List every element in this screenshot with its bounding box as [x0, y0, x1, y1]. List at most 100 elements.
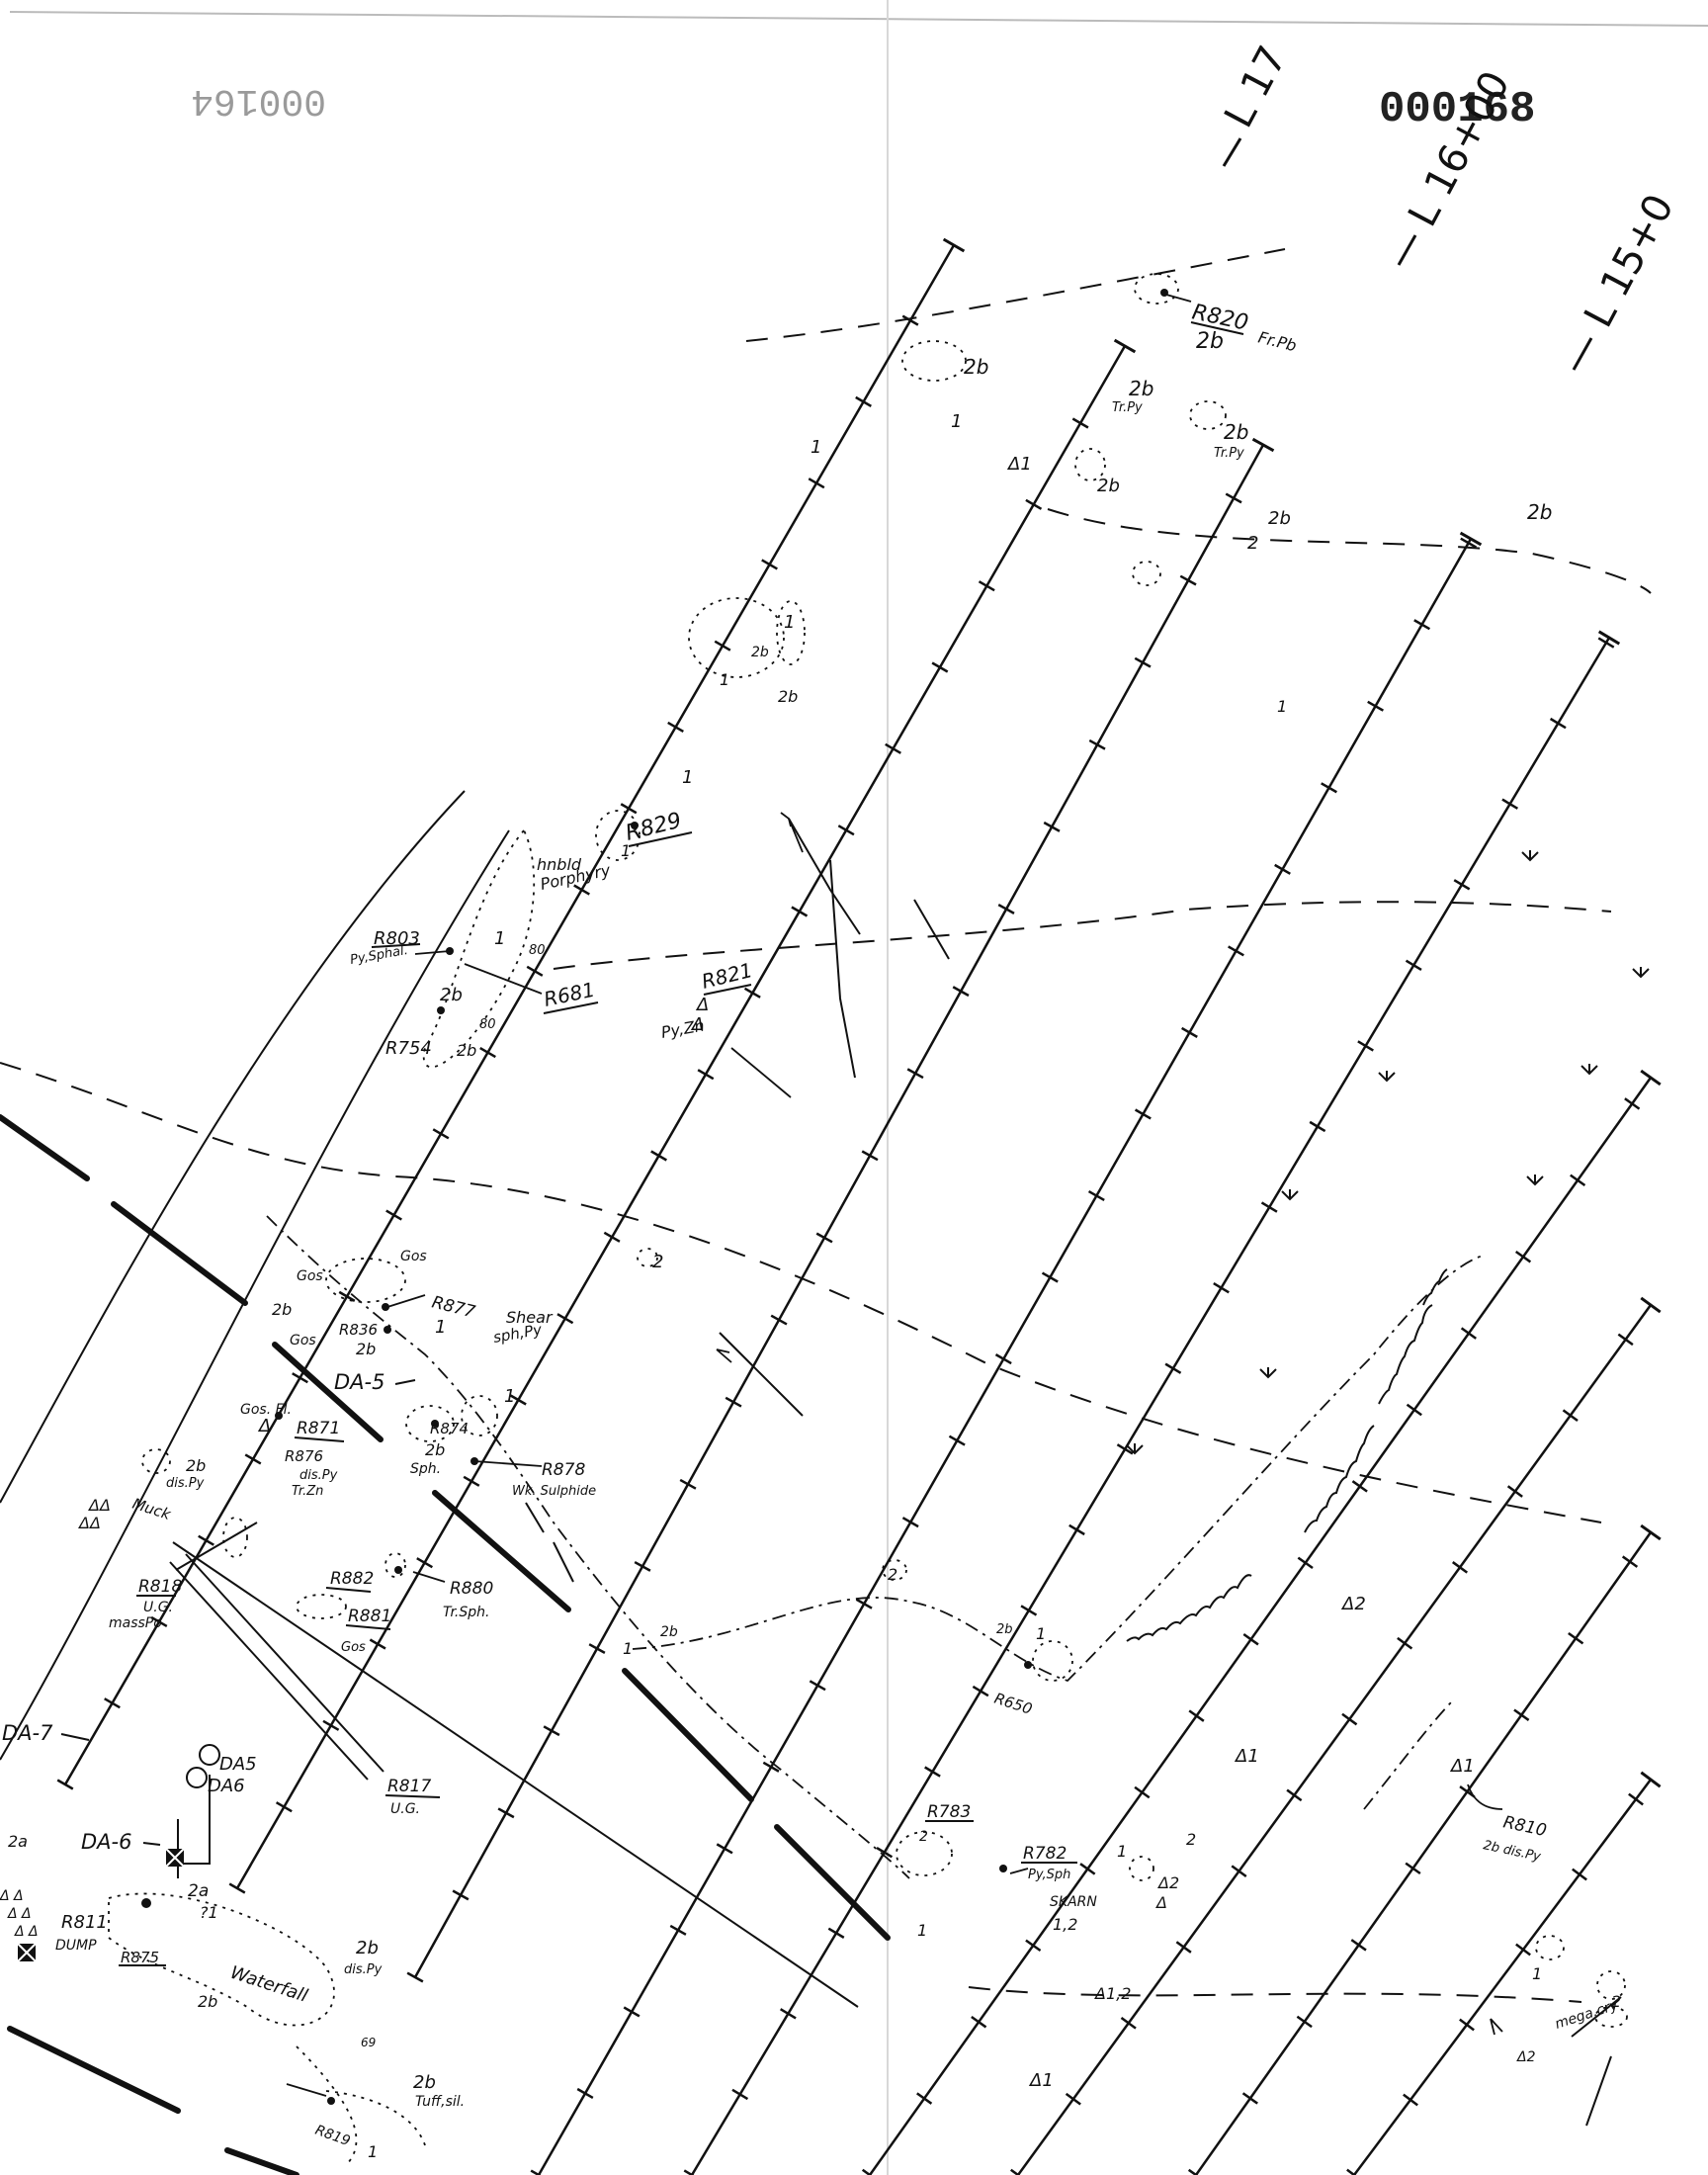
fault-line: [172, 1541, 859, 2008]
grid-line-end-cap: [1459, 531, 1483, 547]
unit-label: 2a: [188, 1881, 209, 1901]
dike-segment: [7, 2026, 181, 2114]
unit-label: 2b: [198, 1992, 217, 2011]
dis-py-note: dis.Py: [166, 1476, 205, 1491]
grid-tick: [1175, 1941, 1192, 1954]
unit-label: 2: [888, 1565, 897, 1584]
unit-label: Δ2: [1340, 1594, 1366, 1614]
grid-tick: [1460, 1327, 1477, 1340]
grid-tick: [994, 1353, 1012, 1365]
sample-r811-id: R811: [61, 1912, 108, 1933]
unit-label: 1: [784, 612, 795, 633]
strike-symbol: [1526, 1174, 1544, 1186]
sample-r876-id: R876: [285, 1447, 323, 1465]
delta-symbol: Δ Δ: [14, 1924, 39, 1940]
structure-line: [719, 1332, 804, 1417]
arrow-head: [716, 1348, 732, 1363]
grid-line-end-cap: [1113, 338, 1137, 354]
unit-label: 2b: [356, 1340, 376, 1358]
grid-tick: [861, 1150, 879, 1162]
grid-tick: [1297, 1556, 1314, 1570]
unit-label: Δ1: [1449, 1756, 1475, 1777]
unit-label: 1: [1532, 1964, 1542, 1983]
grid-tick: [1071, 417, 1089, 429]
unit-label: 2b: [457, 1041, 476, 1060]
outcrop-outline: [141, 1448, 171, 1474]
sample-r817-note: U.G.: [390, 1801, 420, 1817]
dash-dot-contacts: [266, 1215, 1484, 1879]
unit-label: 2b: [996, 1622, 1013, 1637]
grid-tick: [1562, 1409, 1579, 1423]
outcrop-outline: [325, 2090, 426, 2146]
strike-symbol: [1521, 850, 1539, 862]
unit-label: 1: [368, 2142, 378, 2161]
grid-tick: [634, 1560, 651, 1572]
grid-tick: [556, 1313, 574, 1325]
leader-line: [386, 1294, 426, 1308]
grid-tick: [876, 1847, 894, 1859]
grid-line-end-cap: [1640, 1523, 1662, 1541]
grid-tick: [1570, 1174, 1586, 1187]
unit-label: ?1: [200, 1903, 218, 1922]
grid-tick: [416, 1557, 434, 1569]
shear-line: [1126, 1574, 1252, 1642]
grid-tick: [978, 580, 995, 592]
survey-grid-line: [690, 637, 1611, 2175]
unit-label: Δ1: [1006, 454, 1032, 475]
survey-grid-line: [235, 345, 1127, 1889]
grid-tick: [1009, 2168, 1021, 2175]
outcrop-outline: [296, 1594, 347, 1619]
leader-line: [1467, 1784, 1503, 1810]
outcrop-outline: [595, 810, 640, 861]
grid-tick: [1513, 1708, 1530, 1721]
unit-label: 1: [1277, 697, 1287, 716]
grid-tick: [1187, 2168, 1199, 2175]
grid-tick: [1341, 1712, 1358, 1726]
note-gos-fl: Gos. Fl.: [240, 1402, 292, 1418]
sample-point: [631, 822, 639, 829]
sample-point: [384, 1326, 391, 1334]
dash-dot-contact: [1363, 1699, 1454, 1810]
unit-label: 2: [1611, 1992, 1621, 2011]
dike-segment: [0, 1114, 90, 1181]
grid-tick: [1460, 537, 1478, 549]
sample-r817-id: R817: [387, 1777, 431, 1796]
grid-tick: [1079, 1863, 1096, 1875]
unit-label: 2a: [8, 1832, 28, 1851]
note-gos: Gos: [297, 1268, 323, 1284]
grid-tick: [997, 904, 1015, 914]
outcrop-outline: [901, 340, 967, 382]
grid-tick: [679, 1478, 697, 1490]
grid-tick: [497, 1807, 515, 1819]
grid-tick: [198, 1534, 214, 1546]
unit-label: 2b: [356, 1938, 379, 1958]
sample-r882-id: R882: [330, 1569, 374, 1589]
grid-tick: [623, 2006, 640, 2018]
grid-tick: [1572, 1868, 1587, 1881]
grid-tick: [526, 965, 544, 977]
outcrop-outline: [461, 1395, 498, 1436]
outcrop-outline: [108, 1892, 335, 2027]
unit-label: 1: [623, 1639, 633, 1658]
grid-tick: [369, 1638, 386, 1650]
grid-tick: [338, 1290, 356, 1302]
delta-symbol: Δ Δ: [7, 1906, 32, 1922]
grid-tick: [837, 825, 855, 836]
grid-tick: [1405, 959, 1422, 972]
dike-segment: [622, 1668, 754, 1802]
unit-label: 2: [652, 1252, 663, 1272]
grid-tick: [1403, 2093, 1418, 2107]
grid-line-end-cap: [942, 237, 966, 253]
grid-tick: [924, 1766, 941, 1778]
grid-tick: [588, 1643, 606, 1654]
grid-tick: [292, 1372, 308, 1384]
outcrop-outline: [1032, 1640, 1073, 1682]
grid-tick: [1241, 2092, 1258, 2105]
note-skarn: SKARN: [1050, 1894, 1097, 1910]
shear-zones: [1126, 1268, 1448, 1642]
grid-tick: [1514, 1250, 1532, 1263]
dash-dot-contact: [632, 1255, 1484, 1683]
grid-tick: [779, 2008, 797, 2020]
unit-label: 2b: [751, 645, 769, 660]
